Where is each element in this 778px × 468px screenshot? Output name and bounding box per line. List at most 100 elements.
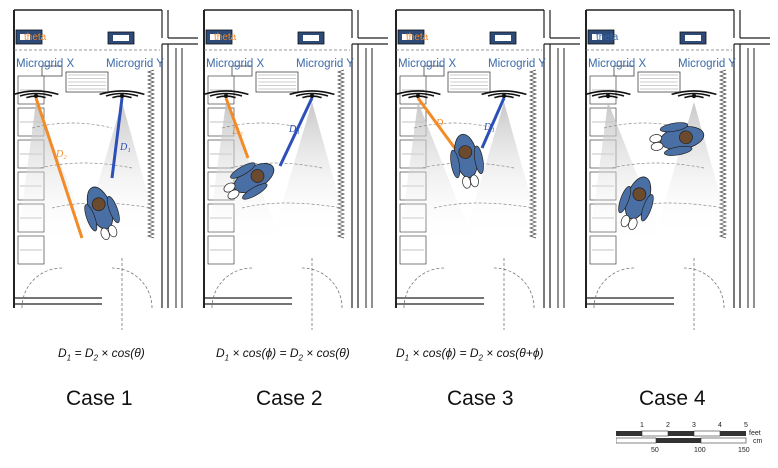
person-arm bbox=[450, 149, 461, 179]
sensor-dot bbox=[415, 93, 421, 99]
sensor-dot bbox=[691, 93, 697, 99]
panel-case-3: theta Microgrid X Microgrid Y D D₁ bbox=[394, 8, 580, 330]
floorplan-group bbox=[585, 9, 770, 330]
device bbox=[613, 65, 635, 77]
microgrid-x-label: Microgrid X bbox=[398, 58, 457, 70]
person-top-view bbox=[618, 176, 654, 230]
microgrid-x-screen bbox=[592, 34, 602, 40]
person-foot bbox=[108, 224, 118, 238]
microgrid-y-screen bbox=[303, 35, 319, 41]
door-swing bbox=[403, 267, 445, 309]
panel-case-4: theta Microgrid X Microgrid Y bbox=[584, 8, 770, 330]
microgrid-y-screen bbox=[685, 35, 701, 41]
person-arm bbox=[659, 122, 689, 133]
d1-label: D₁ bbox=[120, 142, 131, 153]
distance-line-d1 bbox=[480, 97, 506, 149]
person-head bbox=[679, 130, 693, 145]
person-top-view bbox=[223, 162, 275, 200]
person-arm bbox=[242, 183, 268, 200]
sensor-cone-x bbox=[400, 102, 476, 248]
floorplan-group bbox=[13, 9, 198, 330]
sensor-arc bbox=[585, 90, 631, 96]
theta-label: theta bbox=[406, 32, 429, 43]
door-swing bbox=[301, 267, 343, 309]
case-3-label: Case 3 bbox=[447, 387, 514, 410]
microgrid-y-label: Microgrid Y bbox=[296, 58, 354, 70]
door-swing bbox=[111, 267, 153, 309]
person-arm bbox=[640, 194, 654, 222]
floorplan-group bbox=[203, 9, 388, 330]
panel-case-2: theta Microgrid X Microgrid Y D₂ D₁ bbox=[202, 8, 388, 330]
floorplan-group bbox=[395, 9, 580, 330]
device bbox=[231, 65, 253, 77]
d1-label: D₁ bbox=[484, 122, 495, 133]
person-foot bbox=[650, 142, 664, 151]
sensor-dot bbox=[223, 93, 229, 99]
person-arm bbox=[618, 185, 632, 214]
person-arm bbox=[664, 145, 693, 156]
sensor-arc bbox=[481, 90, 527, 96]
distance-line-d2 bbox=[224, 97, 250, 159]
sensor-arc bbox=[395, 90, 441, 96]
door-swing bbox=[493, 267, 535, 309]
sensor-arc bbox=[209, 92, 243, 97]
sensor-cone-y bbox=[464, 102, 542, 238]
formula-case-2: D1 × cos(ϕ) = D2 × cos(θ) bbox=[216, 346, 350, 363]
coverage-arcs bbox=[413, 122, 535, 209]
sensor-dot bbox=[119, 93, 125, 99]
formula-case-3: D1 × cos(ϕ) = D2 × cos(θ+ϕ) bbox=[396, 346, 544, 363]
d2-label: D₂ bbox=[56, 149, 67, 160]
sensor-arc bbox=[487, 92, 521, 97]
person-foot bbox=[628, 217, 638, 230]
sensor-dot bbox=[605, 93, 611, 99]
person-arm bbox=[84, 204, 98, 232]
theta-label: theta bbox=[596, 32, 619, 43]
person-head bbox=[91, 197, 106, 212]
sensor-cone-x bbox=[18, 102, 94, 248]
person-top-view bbox=[649, 122, 705, 156]
device bbox=[423, 65, 445, 77]
sensor-arc bbox=[677, 92, 711, 97]
floorplan-case-4 bbox=[585, 9, 770, 330]
person-head bbox=[458, 145, 473, 159]
microgrid-y-screen bbox=[495, 35, 511, 41]
device bbox=[41, 65, 63, 77]
sensor-cone-y bbox=[272, 102, 350, 238]
d2-label: D bbox=[436, 118, 444, 129]
panel-case-1: theta Microgrid X Microgrid Y D₂ D₁ bbox=[12, 8, 198, 330]
distance-line-d1 bbox=[110, 97, 124, 179]
case-2-label: Case 2 bbox=[256, 387, 323, 410]
sensor-cone-y bbox=[654, 102, 732, 238]
door-swing bbox=[683, 267, 725, 309]
sensor-arc bbox=[203, 90, 249, 96]
microgrid-x-screen bbox=[20, 34, 30, 40]
door-swing bbox=[593, 267, 635, 309]
microgrid-x-label: Microgrid X bbox=[16, 58, 75, 70]
d2-label: D₂ bbox=[232, 126, 243, 137]
person-arm bbox=[106, 195, 120, 224]
theta-label: theta bbox=[214, 32, 237, 43]
microgrid-x-screen bbox=[210, 34, 220, 40]
distance-line-d1 bbox=[278, 97, 314, 167]
radiator bbox=[336, 69, 346, 239]
case-1-label: Case 1 bbox=[66, 387, 133, 410]
sensor-arc bbox=[13, 90, 59, 96]
microgrid-y-label: Microgrid Y bbox=[106, 58, 164, 70]
distance-line-d2 bbox=[34, 97, 84, 239]
sensor-arc bbox=[99, 90, 145, 96]
person-head bbox=[250, 169, 265, 183]
case-4-label: Case 4 bbox=[639, 387, 706, 410]
sensor-dot bbox=[501, 93, 507, 99]
sensor-arc bbox=[671, 90, 717, 96]
floorplan-case-2 bbox=[203, 9, 388, 330]
floorplan-case-1 bbox=[13, 9, 198, 330]
d1-label: D₁ bbox=[289, 124, 300, 135]
person-arm bbox=[230, 162, 256, 179]
radiator bbox=[718, 69, 728, 239]
formula-case-1: D1 = D2 × cos(θ) bbox=[58, 346, 145, 363]
microgrid-x-screen bbox=[402, 34, 412, 40]
door-swing bbox=[211, 267, 253, 309]
microgrid-x-label: Microgrid X bbox=[206, 58, 265, 70]
person-head bbox=[632, 187, 647, 202]
door-swing bbox=[21, 267, 63, 309]
